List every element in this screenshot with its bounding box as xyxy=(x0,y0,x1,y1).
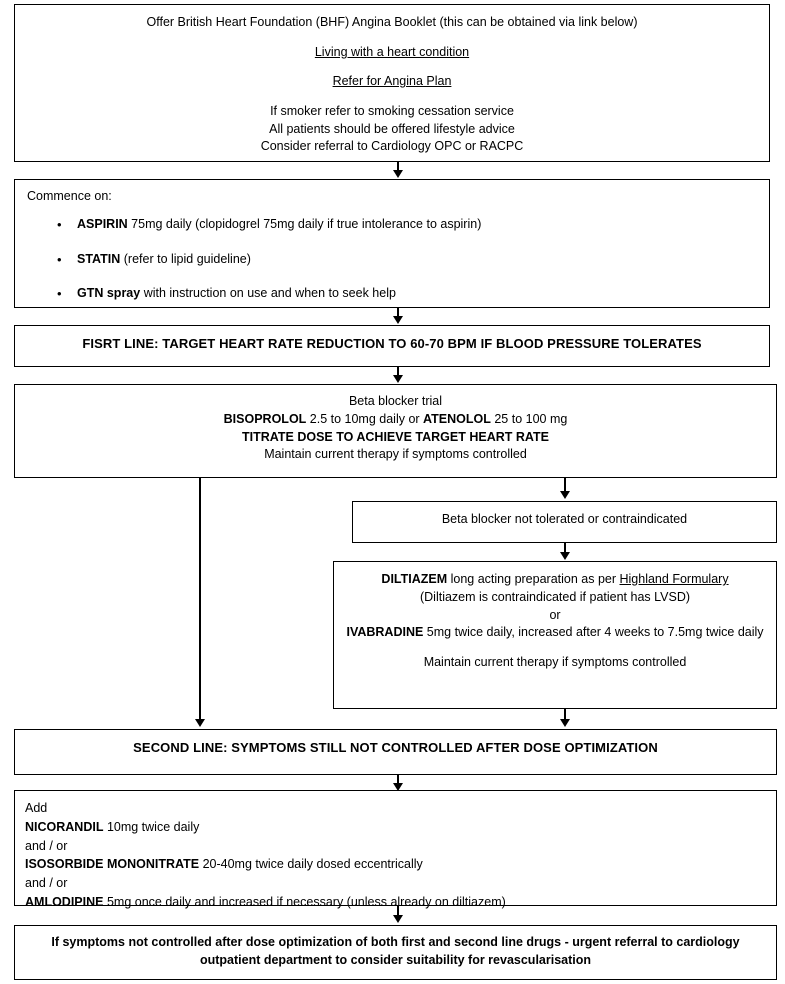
arrowhead-down-icon xyxy=(393,915,403,923)
add-heading: Add xyxy=(25,801,48,815)
arrowhead-down-icon xyxy=(393,375,403,383)
arrowhead-down-icon xyxy=(560,552,570,560)
ivabradine-detail: 5mg twice daily, increased after 4 weeks… xyxy=(423,625,764,640)
connector-second-line-to-add xyxy=(397,775,399,786)
drug-detail: 75mg daily (clopidogrel 75mg daily if tr… xyxy=(127,216,482,231)
add-row-conjunction: and / or xyxy=(25,838,68,853)
advice-line-2: If smoker refer to smoking cessation ser… xyxy=(270,103,514,118)
drug-detail: with instruction on use and when to seek… xyxy=(140,286,396,301)
connector-beta-blocker-to-not-tolerated xyxy=(564,478,566,493)
referral-line-2: outpatient department to consider suitab… xyxy=(199,952,592,967)
advice-line-1: Offer British Heart Foundation (BHF) Ang… xyxy=(146,15,638,29)
list-item: • ASPIRIN 75mg daily (clopidogrel 75mg d… xyxy=(57,216,769,234)
diltiazem-line-2: (Diltiazem is contraindicated if patient… xyxy=(419,589,691,604)
drug-name: GTN spray xyxy=(77,286,141,301)
arrowhead-down-icon xyxy=(393,783,403,791)
second-line-banner-text: SECOND LINE: SYMPTOMS STILL NOT CONTROLL… xyxy=(133,740,658,755)
advice-line-3: All patients should be offered lifestyle… xyxy=(269,121,515,136)
node-angina-advice: Offer British Heart Foundation (BHF) Ang… xyxy=(14,4,770,162)
list-item: • STATIN (refer to lipid guideline) xyxy=(57,251,769,269)
link-refer-for-angina-plan[interactable]: Refer for Angina Plan xyxy=(332,74,452,89)
first-line-banner-text: FISRT LINE: TARGET HEART RATE REDUCTION … xyxy=(82,336,702,351)
drug-name-atenolol: ATENOLOL xyxy=(423,411,491,426)
spacer xyxy=(15,32,769,44)
arrowhead-down-icon xyxy=(560,719,570,727)
drug-name-nicorandil: NICORANDIL xyxy=(25,819,104,834)
connector-beta-blocker-left-branch xyxy=(199,478,201,721)
link-highland-formulary[interactable]: Highland Formulary xyxy=(619,572,729,586)
amlodipine-detail: 5mg once daily and increased if necessar… xyxy=(103,894,506,909)
node-diltiazem-ivabradine: DILTIAZEM long acting preparation as per… xyxy=(333,561,777,709)
referral-line-1: If symptoms not controlled after dose op… xyxy=(51,935,740,949)
diltiazem-line-4: IVABRADINE 5mg twice daily, increased af… xyxy=(344,624,766,642)
diltiazem-detail: long acting preparation as per xyxy=(447,572,620,586)
add-row-conjunction: and / or xyxy=(25,876,68,890)
add-row: ISOSORBIDE MONONITRATE 20-40mg twice dai… xyxy=(25,855,776,874)
arrowhead-down-icon xyxy=(560,491,570,499)
drug-name-diltiazem: DILTIAZEM xyxy=(381,572,448,586)
node-urgent-cardiology-referral: If symptoms not controlled after dose op… xyxy=(14,925,777,980)
spacer xyxy=(15,91,769,103)
node-beta-blocker-not-tolerated: Beta blocker not tolerated or contraindi… xyxy=(352,501,777,543)
spacer xyxy=(15,61,769,73)
diltiazem-line-1: DILTIAZEM long acting preparation as per… xyxy=(344,571,766,589)
list-item: • GTN spray with instruction on use and … xyxy=(57,285,769,303)
node-beta-blocker-trial: Beta blocker trial BISOPROLOL 2.5 to 10m… xyxy=(14,384,777,478)
drug-detail: (refer to lipid guideline) xyxy=(120,251,251,266)
diltiazem-line-5: Maintain current therapy if symptoms con… xyxy=(423,654,687,669)
diltiazem-line-3: or xyxy=(549,607,561,622)
not-tolerated-text: Beta blocker not tolerated or contraindi… xyxy=(441,512,688,526)
commence-medication-list: • ASPIRIN 75mg daily (clopidogrel 75mg d… xyxy=(15,216,769,303)
add-row: AMLODIPINE 5mg once daily and increased … xyxy=(25,893,776,912)
node-second-line-banner: SECOND LINE: SYMPTOMS STILL NOT CONTROLL… xyxy=(14,729,777,775)
beta-blocker-line-3: TITRATE DOSE TO ACHIEVE TARGET HEART RAT… xyxy=(242,429,549,444)
beta-blocker-line-4: Maintain current therapy if symptoms con… xyxy=(264,447,527,462)
add-row: NICORANDIL 10mg twice daily xyxy=(25,818,776,837)
connector-not-tolerated-to-diltiazem xyxy=(564,543,566,555)
connector-commence-to-first-line xyxy=(397,308,399,318)
drug-name: STATIN xyxy=(77,251,121,266)
connector-diltiazem-to-second-line xyxy=(564,709,566,721)
bullet-icon: • xyxy=(57,251,62,267)
beta-blocker-line-2: BISOPROLOL 2.5 to 10mg daily or ATENOLOL… xyxy=(15,411,776,429)
drug-name-isosorbide-mononitrate: ISOSORBIDE MONONITRATE xyxy=(25,857,200,872)
node-commence-on: Commence on: • ASPIRIN 75mg daily (clopi… xyxy=(14,179,770,308)
advice-line-4: Consider referral to Cardiology OPC or R… xyxy=(260,139,524,154)
arrowhead-down-icon xyxy=(393,316,403,324)
link-living-with-a-heart-condition[interactable]: Living with a heart condition xyxy=(314,44,470,59)
connector-advice-to-commence xyxy=(397,162,399,172)
drug-name-amlodipine: AMLODIPINE xyxy=(25,894,104,909)
connector-first-line-to-beta-blocker xyxy=(397,367,399,378)
node-add-second-line-drugs: Add NICORANDIL 10mg twice daily and / or… xyxy=(14,790,777,909)
drug-name-ivabradine: IVABRADINE xyxy=(346,625,424,640)
drug-name-bisoprolol: BISOPROLOL xyxy=(223,411,307,426)
spacer xyxy=(344,642,766,654)
isosorbide-detail: 20-40mg twice daily dosed eccentrically xyxy=(199,857,423,872)
arrowhead-down-icon xyxy=(393,170,403,178)
bullet-icon: • xyxy=(57,216,62,232)
beta-blocker-line-1: Beta blocker trial xyxy=(348,394,443,408)
atenolol-dose: 25 to 100 mg xyxy=(490,411,568,426)
connector-add-to-referral xyxy=(397,906,399,918)
node-first-line-banner: FISRT LINE: TARGET HEART RATE REDUCTION … xyxy=(14,325,770,367)
bisoprolol-dose: 2.5 to 10mg daily or xyxy=(306,411,424,426)
bullet-icon: • xyxy=(57,286,62,302)
arrowhead-down-icon xyxy=(195,719,205,727)
nicorandil-detail: 10mg twice daily xyxy=(103,819,200,834)
drug-name: ASPIRIN xyxy=(77,216,128,231)
commence-heading: Commence on: xyxy=(27,189,112,203)
